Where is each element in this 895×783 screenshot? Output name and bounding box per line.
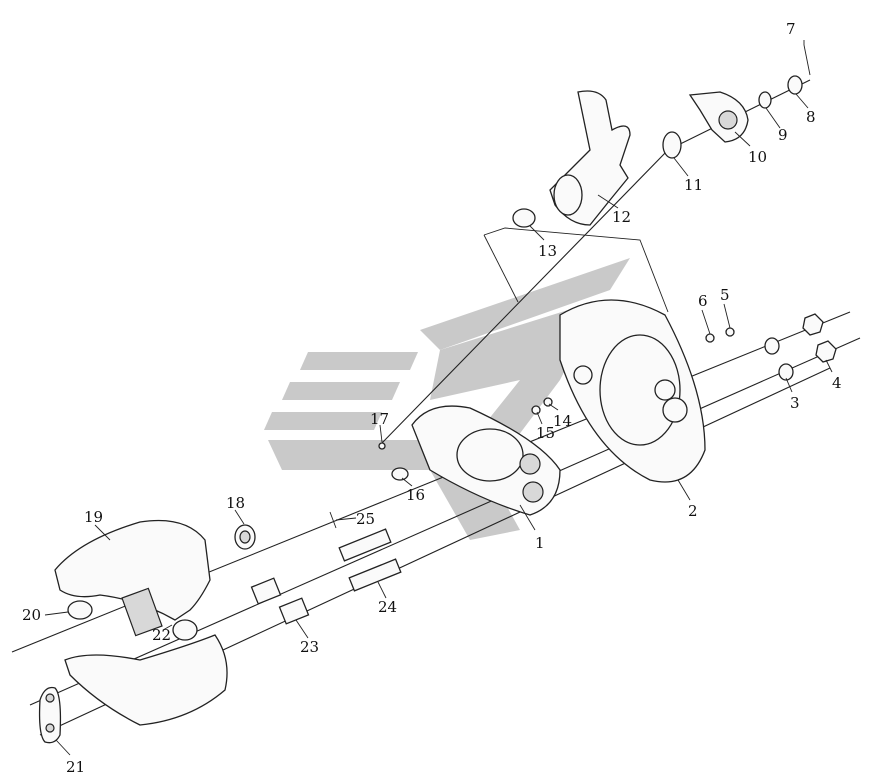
brake-shoe-assembly (54, 519, 228, 726)
callout-21: 21 (66, 758, 85, 776)
callout-18: 18 (226, 494, 245, 512)
callout-19: 19 (84, 508, 103, 526)
callout-17: 17 (370, 410, 389, 428)
callout-labels: 1 2 3 4 5 6 7 8 9 10 11 12 13 14 15 16 1… (22, 20, 842, 776)
callout-2: 2 (688, 502, 698, 520)
callout-4: 4 (832, 374, 842, 392)
brake-flange-plate (411, 405, 561, 516)
small-fasteners (378, 397, 553, 481)
callout-15: 15 (536, 424, 555, 442)
callout-25: 25 (356, 510, 375, 528)
callout-22: 22 (152, 626, 171, 644)
seal-18 (234, 524, 256, 550)
washers-8-9 (758, 75, 803, 109)
callout-14: 14 (553, 412, 572, 430)
callout-11: 11 (684, 176, 703, 194)
callout-9: 9 (778, 126, 788, 144)
roller-plate-21 (38, 686, 62, 744)
dust-shield (559, 299, 706, 483)
fittings-5-6 (705, 327, 735, 343)
callout-13: 13 (538, 242, 557, 260)
pin-7 (803, 44, 811, 76)
callout-3: 3 (790, 394, 800, 412)
washers-nuts-3-4 (764, 313, 837, 381)
callout-10: 10 (748, 148, 767, 166)
callout-16: 16 (406, 486, 425, 504)
anchor-pins (329, 511, 402, 592)
callout-5: 5 (720, 286, 730, 304)
callout-7: 7 (786, 20, 796, 38)
washer-11 (662, 131, 682, 159)
callout-8: 8 (806, 108, 816, 126)
callout-1: 1 (535, 534, 545, 552)
callout-12: 12 (612, 208, 631, 226)
camshaft-bracket (549, 90, 631, 226)
callout-20: 20 (22, 606, 41, 624)
slack-adjuster (688, 91, 749, 143)
callout-leaders (44, 40, 833, 756)
callout-24: 24 (378, 598, 397, 616)
bushings-23 (250, 577, 310, 625)
callout-6: 6 (698, 292, 708, 310)
callout-23: 23 (300, 638, 319, 656)
bushing-13 (512, 208, 536, 228)
